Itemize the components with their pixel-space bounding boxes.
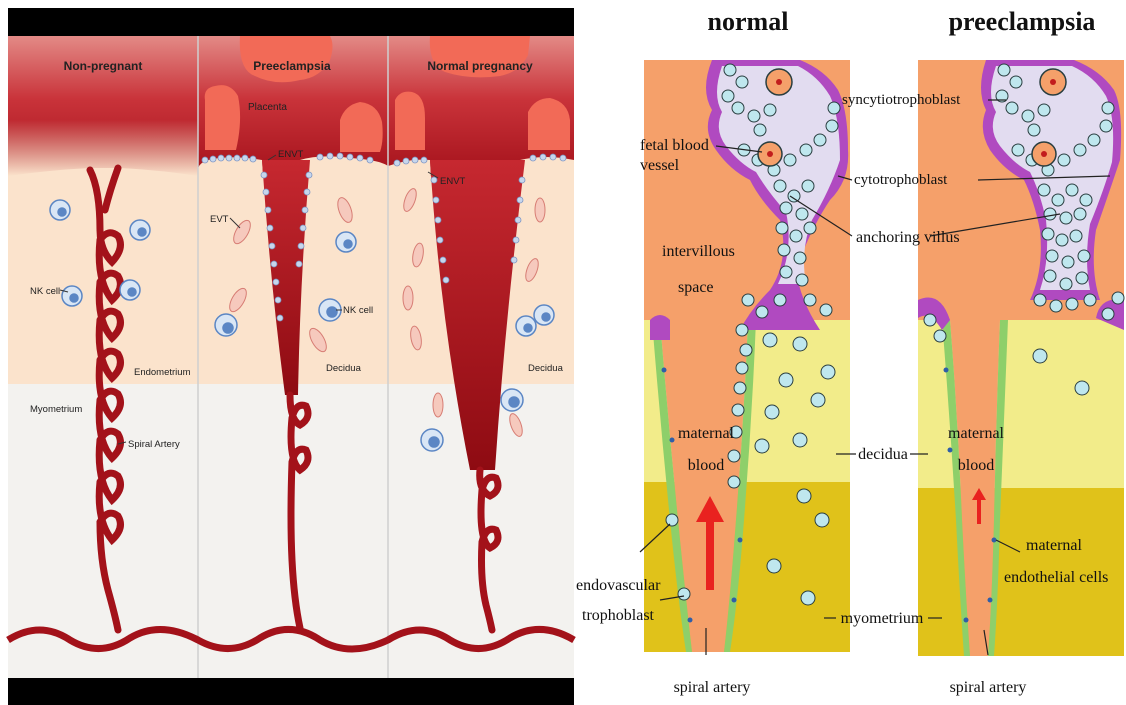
label-endovascular-2: trophoblast	[582, 607, 655, 624]
label-placenta: Placenta	[248, 102, 287, 113]
label-evt: EVT	[210, 214, 229, 225]
label-endovascular-1: endovascular	[576, 577, 661, 594]
label-fetal-blood-vessel-1: fetal blood	[640, 137, 709, 154]
label-maternal-blood-pre-1: maternal	[948, 425, 1005, 442]
title-normal: normal	[708, 7, 789, 36]
preeclampsia-column	[918, 60, 1124, 656]
label-endometrium: Endometrium	[134, 367, 191, 378]
label-maternal-blood-pre-2: blood	[958, 457, 994, 474]
label-fetal-blood-vessel-2: vessel	[640, 157, 680, 174]
right-panel: normal preeclampsia syncytiotrophoblast …	[576, 7, 1124, 696]
title-preeclampsia-right: preeclampsia	[949, 7, 1096, 36]
label-spiral-artery-pre: spiral artery	[950, 679, 1027, 696]
label-nk-cell-non-pregnant: NK cell	[30, 286, 60, 297]
label-maternal-blood-normal-2: blood	[688, 457, 724, 474]
label-maternal-endothelial-2: endothelial cells	[1004, 569, 1108, 586]
label-spiral-artery-normal: spiral artery	[674, 679, 751, 696]
title-normal-pregnancy: Normal pregnancy	[427, 59, 533, 73]
top-black-bar	[8, 8, 574, 36]
label-maternal-endothelial-1: maternal	[1026, 537, 1083, 554]
left-panel: Non-pregnant Preeclampsia Normal pregnan…	[8, 8, 574, 705]
title-non-pregnant: Non-pregnant	[64, 59, 143, 73]
label-intervillous-space-2: space	[678, 279, 714, 296]
title-preeclampsia: Preeclampsia	[253, 59, 331, 73]
label-anchoring-villus: anchoring villus	[856, 229, 960, 246]
label-intervillous-space-1: intervillous	[662, 243, 735, 260]
label-envt-preeclampsia: ENVT	[278, 149, 304, 160]
label-decidua-preeclampsia: Decidua	[326, 363, 362, 374]
label-myometrium: Myometrium	[30, 404, 82, 415]
label-nk-cell-preeclampsia: NK cell	[343, 305, 373, 316]
label-cytotrophoblast: cytotrophoblast	[854, 172, 948, 188]
label-syncytiotrophoblast: syncytiotrophoblast	[842, 92, 961, 108]
label-spiral-artery: Spiral Artery	[128, 439, 180, 450]
label-decidua-normal: Decidua	[528, 363, 564, 374]
label-myometrium-right: myometrium	[841, 610, 924, 627]
label-decidua: decidua	[858, 446, 908, 463]
label-envt-normal: ENVT	[440, 176, 466, 187]
bottom-black-bar	[8, 678, 574, 705]
label-maternal-blood-normal-1: maternal	[678, 425, 735, 442]
